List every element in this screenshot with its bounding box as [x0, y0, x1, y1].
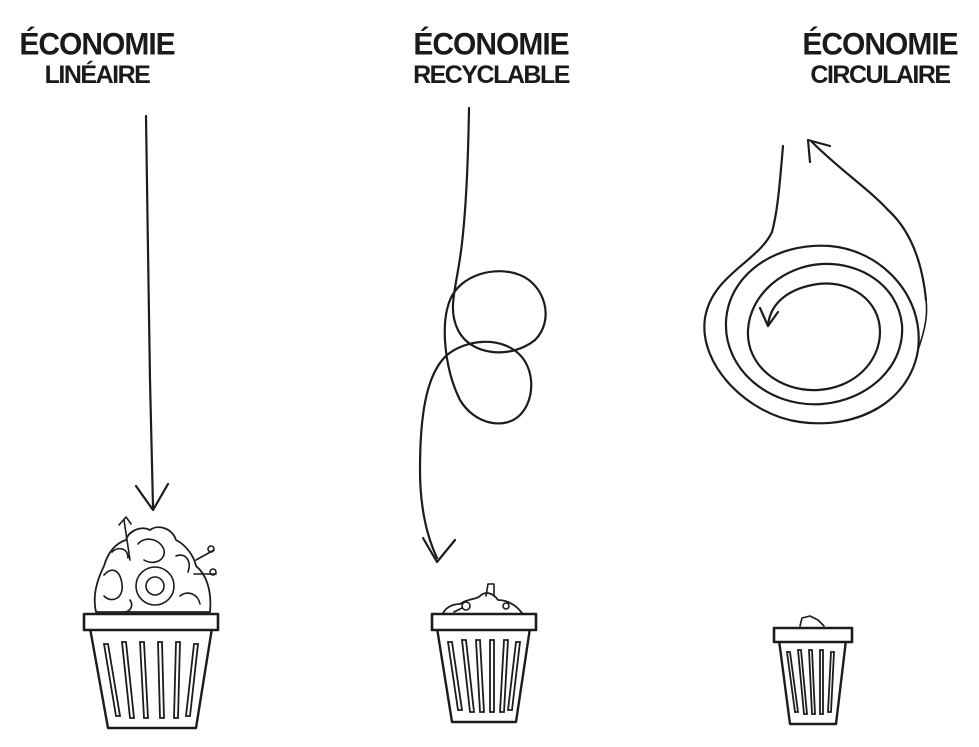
linear-trash-pile [95, 517, 216, 612]
linear-trash-bin-icon [84, 614, 218, 728]
circular-spiral-arrow-icon [704, 140, 926, 423]
recyclable-arrow-icon [420, 108, 546, 562]
circular-trash-bin-icon [774, 616, 852, 724]
recyclable-trash-pile [442, 584, 524, 616]
recyclable-trash-bin-icon [432, 614, 536, 722]
linear-arrow-icon [136, 116, 168, 510]
